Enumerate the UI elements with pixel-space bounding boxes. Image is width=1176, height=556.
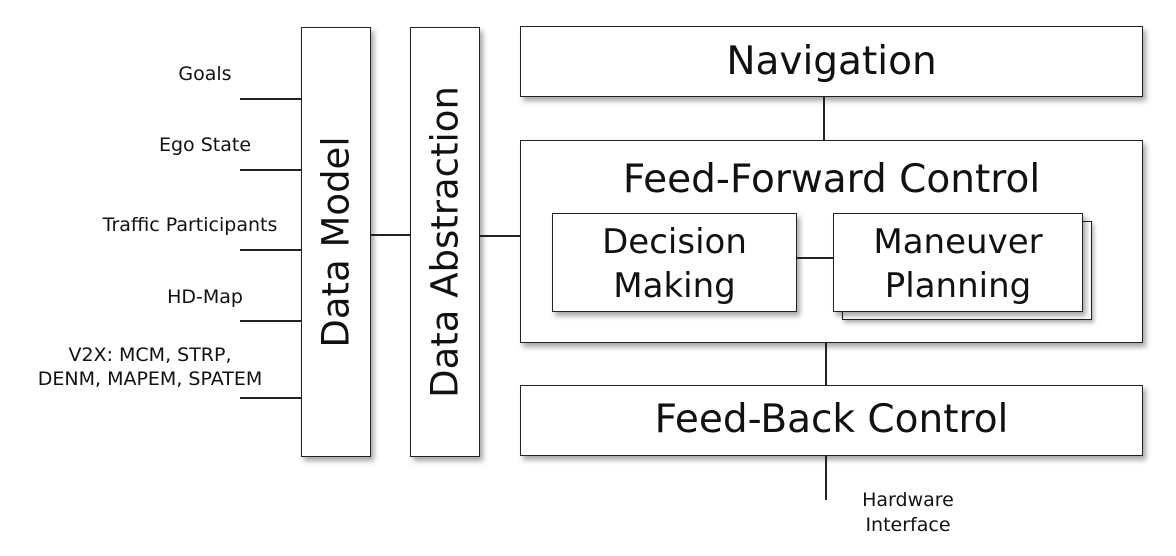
connector-ego-state — [240, 169, 302, 171]
connector-hd-map — [240, 320, 302, 322]
decision-making-label: Decision Making — [553, 220, 796, 308]
hardware-interface-line1: Hardware — [862, 489, 954, 511]
connector-goals — [240, 98, 302, 100]
input-label-v2x-line2: DENM, MAPEM, SPATEM — [37, 368, 263, 390]
maneuver-planning-line2: Planning — [884, 266, 1032, 306]
decision-making-line1: Decision — [602, 222, 747, 262]
feed-forward-control-label: Feed-Forward Control — [622, 157, 1041, 202]
input-label-goals: Goals — [178, 63, 232, 85]
input-label-ego-state: Ego State — [158, 134, 252, 156]
maneuver-planning-line1: Maneuver — [873, 222, 1043, 262]
connector-abstraction-feedforward — [480, 235, 521, 237]
input-label-hd-map: HD-Map — [167, 286, 243, 308]
connector-traffic-participants — [240, 249, 302, 251]
data-model-label: Data Model — [314, 136, 358, 348]
hardware-interface-label: Hardware Interface — [838, 488, 978, 538]
input-label-v2x-line1: V2X: MCM, STRP, — [68, 344, 232, 366]
connector-navigation-feedforward — [823, 97, 825, 141]
connector-v2x — [240, 397, 302, 399]
feed-back-control-block: Feed-Back Control — [520, 385, 1143, 456]
data-abstraction-block: Data Abstraction — [410, 27, 480, 457]
connector-decision-maneuver — [797, 257, 834, 259]
connector-model-abstraction — [371, 234, 411, 236]
connector-feedforward-feedback — [825, 343, 827, 386]
navigation-block: Navigation — [520, 26, 1143, 97]
connector-feedback-hardware — [825, 456, 827, 500]
input-label-v2x: V2X: MCM, STRP, DENM, MAPEM, SPATEM — [20, 343, 280, 391]
navigation-label: Navigation — [726, 39, 937, 84]
input-label-traffic-participants: Traffic Participants — [102, 214, 278, 236]
data-abstraction-label: Data Abstraction — [423, 86, 467, 398]
decision-making-line2: Making — [613, 266, 736, 306]
maneuver-planning-label: Maneuver Planning — [834, 220, 1082, 308]
decision-making-block: Decision Making — [552, 213, 797, 312]
data-model-block: Data Model — [301, 27, 371, 457]
hardware-interface-line2: Interface — [865, 514, 951, 536]
maneuver-planning-block: Maneuver Planning — [833, 213, 1083, 312]
feed-back-control-label: Feed-Back Control — [654, 397, 1009, 442]
